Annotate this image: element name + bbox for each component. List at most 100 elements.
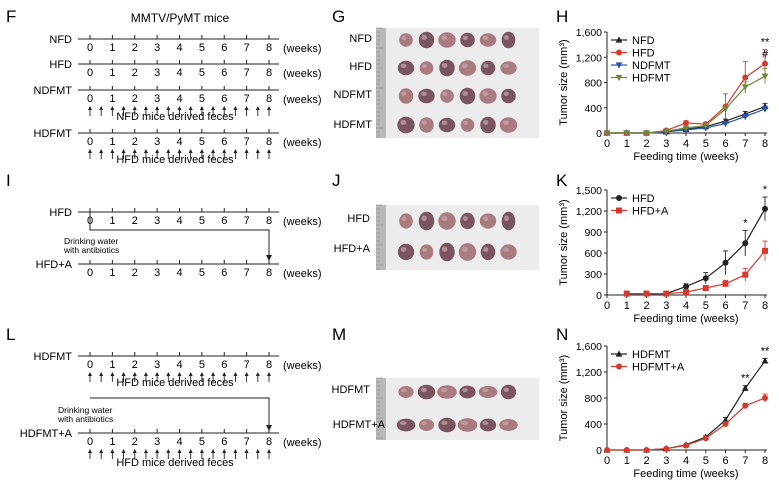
tumor-highlight	[441, 35, 448, 40]
timeline-week-label: 4	[176, 359, 182, 371]
data-point	[623, 130, 631, 137]
timeline-week-label: 8	[266, 42, 272, 54]
legend-label: NFD	[632, 35, 655, 47]
tumor-highlight	[400, 120, 407, 125]
tumor-highlight	[463, 120, 468, 125]
timeline-week-label: 4	[176, 215, 182, 227]
f-row-label-nfd: NFD	[49, 34, 72, 46]
tumor-highlight	[441, 215, 448, 221]
feces-arrowhead	[211, 449, 216, 453]
y-axis-label: Tumor size (mm³)	[558, 199, 570, 285]
feces-arrowhead	[132, 372, 137, 376]
data-point	[615, 62, 623, 69]
data-point	[616, 195, 622, 201]
tumor-specimen	[418, 419, 435, 431]
feces-arrowhead	[188, 149, 193, 153]
tumor-highlight	[399, 421, 407, 425]
tumor-specimen	[418, 211, 435, 231]
tumor-highlight	[422, 247, 427, 252]
feces-arrowhead	[233, 149, 238, 153]
photo-background	[376, 205, 539, 270]
data-point	[615, 36, 623, 43]
timeline-week-label: 7	[244, 215, 250, 227]
timeline-week-label: 5	[199, 359, 205, 371]
data-point	[623, 447, 630, 453]
x-tick-label: 6	[722, 300, 728, 312]
l-row-label-hdfmta: HDFMT+A	[20, 428, 73, 440]
data-point	[643, 290, 650, 297]
x-axis-label: Feeding time (weeks)	[633, 468, 738, 480]
data-point	[762, 205, 768, 212]
significance-mark: *	[763, 184, 768, 196]
panel-letter-i: I	[6, 171, 11, 190]
tumor-specimen	[399, 213, 413, 229]
tumor-highlight	[441, 420, 448, 425]
panel-letter-n: N	[556, 325, 568, 344]
timeline-week-label: 8	[266, 359, 272, 371]
feces-arrowhead	[99, 449, 104, 453]
x-tick-label: 7	[742, 455, 748, 467]
data-point	[683, 119, 689, 126]
timeline-week-label: 5	[199, 67, 205, 79]
feces-arrowhead	[222, 106, 227, 110]
g-row-label-hdfmt: HDFMT	[334, 119, 373, 131]
feces-arrowhead	[199, 372, 204, 376]
feces-arrowhead	[88, 106, 92, 110]
tumor-highlight	[422, 63, 427, 68]
timeline-week-label: 4	[176, 136, 182, 148]
tumor-highlight	[503, 91, 509, 96]
feces-arrowhead	[99, 106, 104, 110]
timeline-week-label: 3	[154, 42, 160, 54]
feces-arrowhead	[166, 149, 171, 153]
f-row-label-ndfmt: NDFMT	[34, 85, 73, 97]
panel-letter-l: L	[6, 325, 15, 344]
tumor-specimen	[499, 419, 518, 431]
feces-arrowhead	[121, 149, 126, 153]
feces-arrowhead	[88, 149, 92, 153]
x-tick-label: 4	[683, 300, 689, 312]
tumor-highlight	[421, 421, 427, 425]
feces-arrowhead	[166, 372, 171, 376]
l-feces-label-1: HFD mice derived feces	[116, 377, 234, 389]
feces-arrowhead	[110, 106, 115, 110]
tumor-specimen	[499, 117, 518, 133]
timeline-weeks-unit: (weeks)	[283, 437, 322, 449]
timeline-week-label: 2	[132, 436, 138, 448]
feces-arrowhead	[110, 449, 115, 453]
tumor-specimen	[500, 384, 517, 400]
tumor-highlight	[462, 35, 468, 41]
data-point	[615, 74, 623, 82]
j-row-label-hfda: HFD+A	[334, 243, 371, 255]
data-point	[683, 289, 689, 296]
tumor-highlight	[482, 216, 489, 221]
tumor-specimen	[480, 116, 496, 134]
tumor-photo-g	[376, 27, 539, 138]
data-point	[702, 435, 709, 442]
x-tick-label: 6	[722, 138, 728, 150]
timeline-week-label: 5	[199, 93, 205, 105]
tumor-highlight	[462, 91, 468, 96]
feces-arrowhead	[244, 106, 249, 110]
antibiotic-bracket	[89, 212, 270, 258]
x-tick-label: 3	[663, 300, 669, 312]
feces-arrowhead	[143, 372, 148, 376]
y-tick-label: 1,200	[576, 206, 602, 218]
data-point	[722, 259, 729, 266]
feces-arrowhead	[177, 372, 182, 376]
tumor-specimen	[460, 212, 475, 230]
tumor-highlight	[420, 387, 427, 392]
x-tick-label: 7	[742, 300, 748, 312]
photo-background	[376, 378, 539, 440]
timeline-week-label: 7	[244, 359, 250, 371]
tumor-highlight	[482, 120, 489, 125]
antibiotic-arrowhead	[266, 255, 272, 261]
tumor-specimen	[440, 89, 454, 103]
tumor-specimen	[459, 385, 476, 399]
timeline-week-label: 3	[154, 93, 160, 105]
timeline-week-label: 8	[266, 267, 272, 279]
data-point	[761, 106, 769, 113]
photo-ruler	[376, 205, 386, 270]
timeline-week-label: 1	[109, 359, 115, 371]
